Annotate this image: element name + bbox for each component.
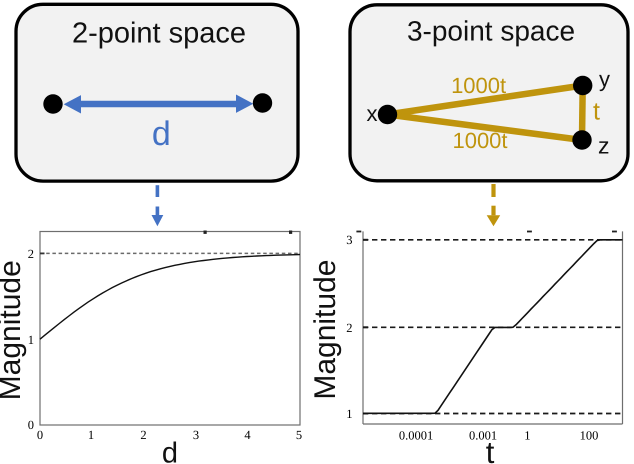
svg-text:3-point space: 3-point space [407,16,575,47]
svg-text:100: 100 [580,428,599,442]
svg-text:0: 0 [28,418,34,432]
svg-text:Magnitude: Magnitude [309,260,342,400]
svg-text:2-point space: 2-point space [72,18,246,50]
svg-text:0.001: 0.001 [469,428,497,442]
svg-text:2: 2 [28,247,34,261]
svg-text:2: 2 [346,321,352,335]
svg-text:y: y [599,67,610,92]
svg-text:5: 5 [296,428,302,442]
svg-text:1: 1 [28,333,34,347]
svg-text:t: t [593,98,600,126]
svg-text:1: 1 [88,428,94,442]
svg-text:3: 3 [193,428,199,442]
svg-text:t: t [486,435,495,464]
svg-text:3: 3 [346,233,352,247]
svg-text:1: 1 [524,428,530,442]
svg-text:1000t: 1000t [452,128,507,153]
svg-text:0: 0 [37,428,43,442]
svg-text:1000t: 1000t [451,73,506,98]
svg-text:x: x [367,101,378,126]
svg-text:4: 4 [244,428,251,442]
svg-text:Magnitude: Magnitude [0,260,27,400]
svg-text:d: d [152,115,171,153]
svg-text:d: d [162,438,178,464]
svg-text:1: 1 [346,407,352,421]
svg-text:0.0001: 0.0001 [399,428,433,442]
svg-text:z: z [598,133,610,159]
svg-text:2: 2 [140,428,146,442]
